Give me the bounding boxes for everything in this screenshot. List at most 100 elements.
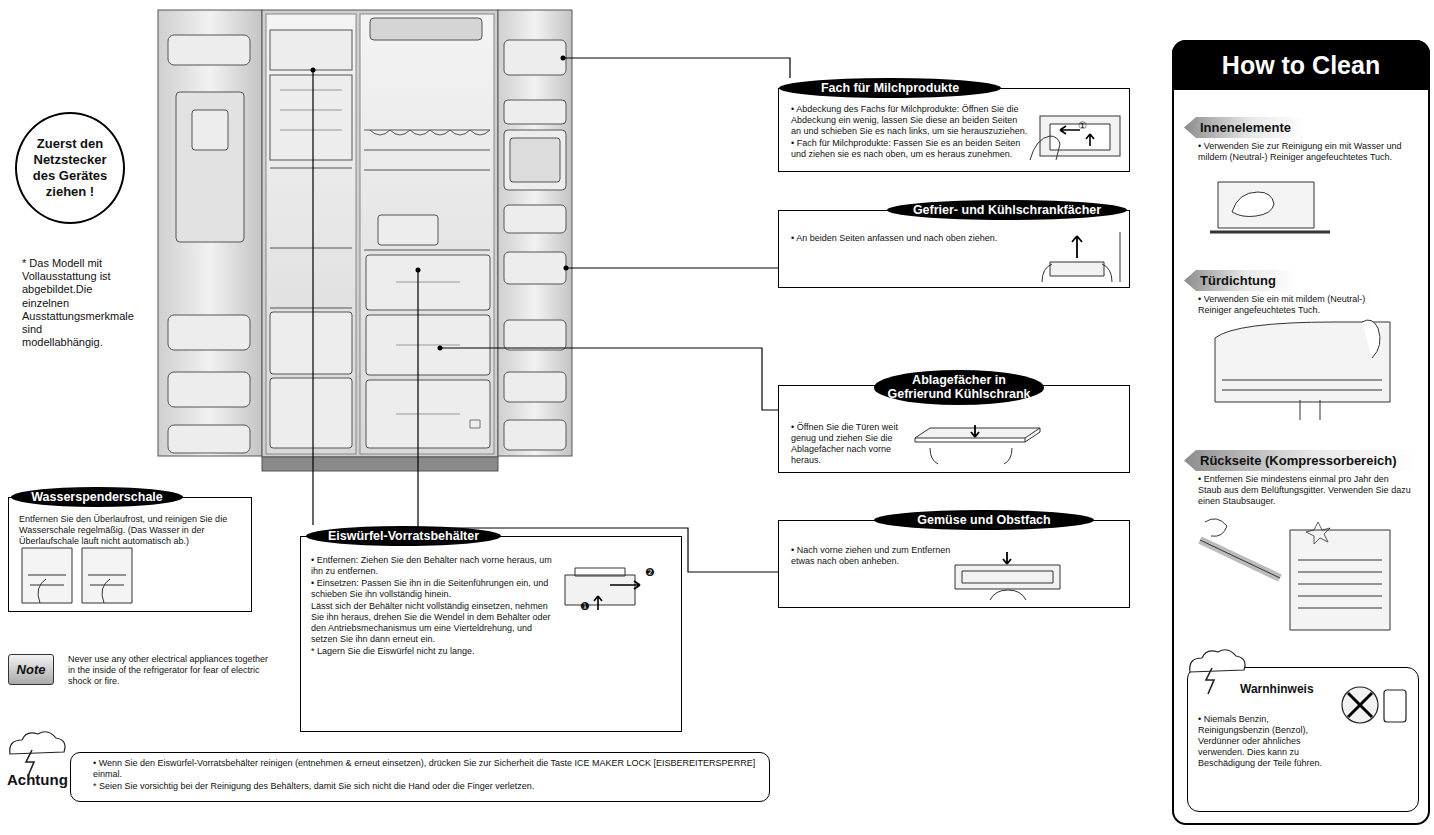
heading: Gefrier- und Kühlschrankfächer	[887, 200, 1127, 220]
fridge	[270, 130, 490, 308]
heading: Türdichtung	[1184, 270, 1296, 291]
body-text: • Verwenden Sie ein mit mildem (Neutral-…	[1198, 294, 1398, 316]
body-text: • Öffnen Sie die Türen weit genug und zi…	[791, 422, 909, 466]
fridge	[270, 30, 352, 70]
body-text: • Niemals Benzin, Reinigungsbenzin (Benz…	[1198, 714, 1333, 770]
heading: Rückseite (Kompressorbereich)	[1184, 450, 1418, 471]
leader-line	[440, 348, 778, 410]
fridge	[504, 100, 566, 124]
heading: Gemüse und Obstfach	[874, 510, 1094, 530]
body-text: • An beiden Seiten anfassen und nach obe…	[791, 233, 1021, 245]
leader-dot	[416, 268, 421, 273]
body-text: • Verwenden Sie zur Reinigung ein mit Wa…	[1198, 141, 1413, 163]
heading: Fach für Milchprodukte	[779, 78, 1001, 98]
body-text: • Nach vorne ziehen und zum Entfernen et…	[791, 545, 956, 567]
callout-number: ❷	[645, 566, 659, 579]
clean-panel: How to CleanInnenelemente • Verwenden Sie…	[1172, 40, 1430, 825]
fridge	[504, 372, 566, 402]
warning-circle: Zuerst den Netzstecker des Gerätes ziehe…	[15, 112, 125, 224]
fridge	[504, 130, 566, 190]
fridge	[370, 18, 482, 40]
body-text: • An beiden Seiten anfassen und nach obe…	[791, 233, 1021, 244]
callout-box: WasserspenderschaleEntfernen Sie den Übe…	[8, 497, 252, 612]
leader-line	[312, 70, 313, 525]
heading: Wasserspenderschale	[11, 487, 183, 507]
body-text: • Abdeckung des Fachs für Milchprodukte:…	[791, 104, 1029, 137]
heading: Warnhinweis	[1240, 682, 1360, 696]
leader-dot	[564, 266, 569, 271]
fridge	[504, 205, 566, 233]
fridge	[378, 215, 438, 245]
fridge	[370, 130, 490, 135]
fridge	[504, 320, 566, 350]
fridge	[262, 10, 498, 457]
fridge	[504, 40, 566, 75]
body-text: Lässt sich der Behälter nicht vollständi…	[311, 601, 556, 645]
caution-box: Achtung• Wenn Sie den Eiswürfel-Vorratsb…	[5, 735, 770, 807]
fridge	[366, 315, 490, 375]
body-text: • Wenn Sie den Eiswürfel-Vorratsbehälter…	[93, 758, 758, 793]
body-text: Entfernen Sie den Überlaufrost, und rein…	[19, 514, 245, 547]
heading: Innenelemente	[1184, 117, 1306, 138]
body-text: • Einsetzen: Passen Sie ihn in die Seite…	[311, 578, 556, 600]
body-text: • Niemals Benzin, Reinigungsbenzin (Benz…	[1198, 714, 1333, 769]
fridge	[262, 457, 498, 471]
fridge	[168, 35, 250, 65]
fridge	[270, 75, 352, 160]
clean-section: Türdichtung • Verwenden Sie ein mit milde…	[1184, 270, 1424, 440]
fridge	[168, 315, 250, 350]
fridge	[266, 14, 356, 454]
body-text: • Verwenden Sie ein mit mildem (Neutral-…	[1198, 294, 1398, 317]
callout-box: Ablagefächer in Gefrierund Kühlschrank• …	[778, 385, 1130, 473]
fridge	[366, 255, 490, 310]
fridge	[504, 420, 566, 450]
leader-dot	[438, 346, 443, 351]
callout-number: ①	[1078, 120, 1092, 132]
fridge	[168, 18, 566, 453]
fridge	[270, 378, 352, 448]
warning-text: Zuerst den Netzstecker des Gerätes ziehe…	[28, 136, 112, 201]
leader-line	[418, 270, 778, 572]
warning-box: Warnhinweis • Niemals Benzin, Reinigungsb…	[1187, 667, 1419, 812]
fridge	[504, 252, 566, 284]
callout-box: Eiswürfel-Vorratsbehälter• Entfernen: Zi…	[300, 536, 682, 732]
body-text: * Seien Sie vorsichtig bei der Reinigung…	[93, 781, 758, 792]
body-text: • Verwenden Sie zur Reinigung ein mit Wa…	[1198, 141, 1413, 164]
leader-dot	[561, 56, 566, 61]
fridge	[192, 110, 228, 150]
body-text: • Entfernen: Ziehen Sie den Behälter nac…	[311, 555, 556, 658]
fridge	[280, 90, 460, 414]
body-text: Never use any other electrical appliance…	[68, 654, 276, 688]
body-text: Never use any other electrical appliance…	[68, 654, 276, 687]
body-text: * Lagern Sie die Eiswürfel nicht zu lang…	[311, 646, 556, 657]
fridge	[158, 10, 262, 456]
body-text: • Entfernen: Ziehen Sie den Behälter nac…	[311, 555, 556, 577]
warning-icon	[10, 732, 65, 754]
heading: How to Clean	[1172, 40, 1430, 90]
heading: Ablagefächer in Gefrierund Kühlschrank	[874, 370, 1044, 405]
body-text: • Fach für Milchprodukte: Fassen Sie es …	[791, 138, 1029, 160]
heading: Eiswürfel-Vorratsbehälter	[306, 526, 501, 546]
leader-line	[566, 267, 778, 268]
body-text: • Öffnen Sie die Türen weit genug und zi…	[791, 422, 909, 467]
fridge	[360, 14, 494, 454]
fridge	[470, 420, 480, 428]
fridge	[510, 138, 560, 182]
callout-box: Gefrier- und Kühlschrankfächer• An beide…	[778, 210, 1130, 288]
body-text: • Nach vorne ziehen und zum Entfernen et…	[791, 545, 956, 568]
body-text: • Wenn Sie den Eiswürfel-Vorratsbehälter…	[93, 758, 758, 780]
fridge	[158, 10, 572, 471]
fridge	[366, 380, 490, 448]
body-text: • Entfernen Sie mindestens einmal pro Ja…	[1198, 474, 1413, 508]
note-box: NoteNever use any other electrical appli…	[8, 648, 280, 696]
leader-line	[563, 58, 790, 78]
body-text: • Abdeckung des Fachs für Milchprodukte:…	[791, 104, 1029, 161]
leader-dot	[311, 56, 569, 351]
footnote: * Das Modell mit Vollausstattung ist abg…	[22, 257, 124, 349]
body-text: Entfernen Sie den Überlaufrost, und rein…	[19, 514, 245, 548]
callout-number: ❶	[580, 600, 594, 613]
callout-box: Fach für Milchprodukte• Abdeckung des Fa…	[778, 88, 1130, 172]
fridge	[176, 92, 244, 242]
fridge	[168, 425, 250, 453]
